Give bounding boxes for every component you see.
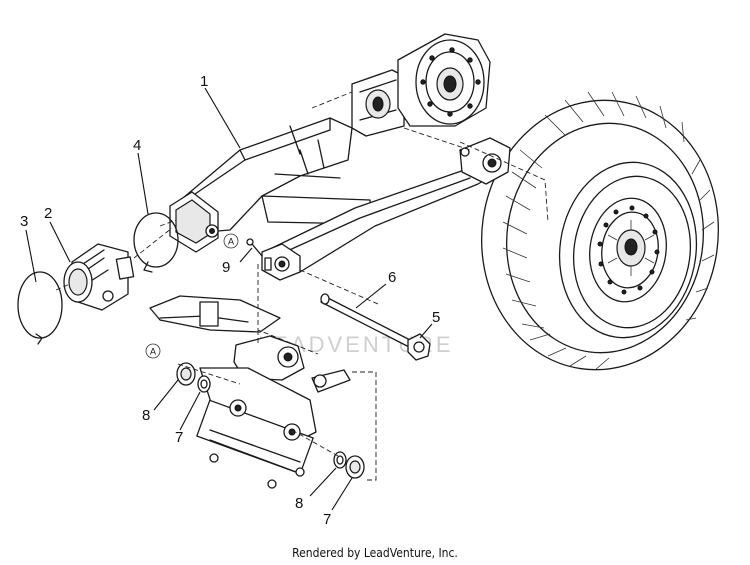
callout-4: 4 bbox=[133, 137, 141, 154]
callout-7-lower: 7 bbox=[323, 511, 331, 528]
callout-3: 3 bbox=[20, 213, 28, 230]
footer-credit: Rendered by LeadVenture, Inc. bbox=[292, 546, 458, 560]
marker-a-lower: A bbox=[145, 343, 161, 359]
svg-text:A: A bbox=[228, 237, 234, 247]
frame-mount bbox=[149, 295, 351, 489]
callout-2: 2 bbox=[44, 205, 52, 222]
callout-6: 6 bbox=[388, 269, 396, 286]
final-drive bbox=[351, 33, 491, 137]
callout-5: 5 bbox=[432, 309, 440, 326]
pivot-nut bbox=[407, 333, 431, 361]
leader-lines bbox=[25, 87, 433, 511]
callout-8-upper: 8 bbox=[142, 407, 150, 424]
assembly-lines bbox=[55, 91, 549, 481]
svg-text:A: A bbox=[150, 347, 156, 357]
bearing-lower bbox=[345, 455, 365, 479]
boot-clamp-small bbox=[17, 271, 63, 345]
bearing-upper bbox=[176, 362, 196, 386]
bolt-9 bbox=[246, 238, 263, 257]
callout-7-upper: 7 bbox=[175, 429, 183, 446]
callout-8-lower: 8 bbox=[295, 495, 303, 512]
callout-9: 9 bbox=[222, 259, 230, 276]
rear-wheel-tire bbox=[480, 91, 720, 371]
swing-arm bbox=[169, 117, 511, 281]
drive-shaft-boot bbox=[63, 243, 135, 311]
boot-clamp-large bbox=[133, 212, 179, 273]
seal-upper bbox=[197, 375, 211, 393]
callout-1: 1 bbox=[200, 73, 208, 90]
marker-a-upper: A bbox=[223, 233, 239, 249]
seal-lower bbox=[333, 451, 347, 469]
